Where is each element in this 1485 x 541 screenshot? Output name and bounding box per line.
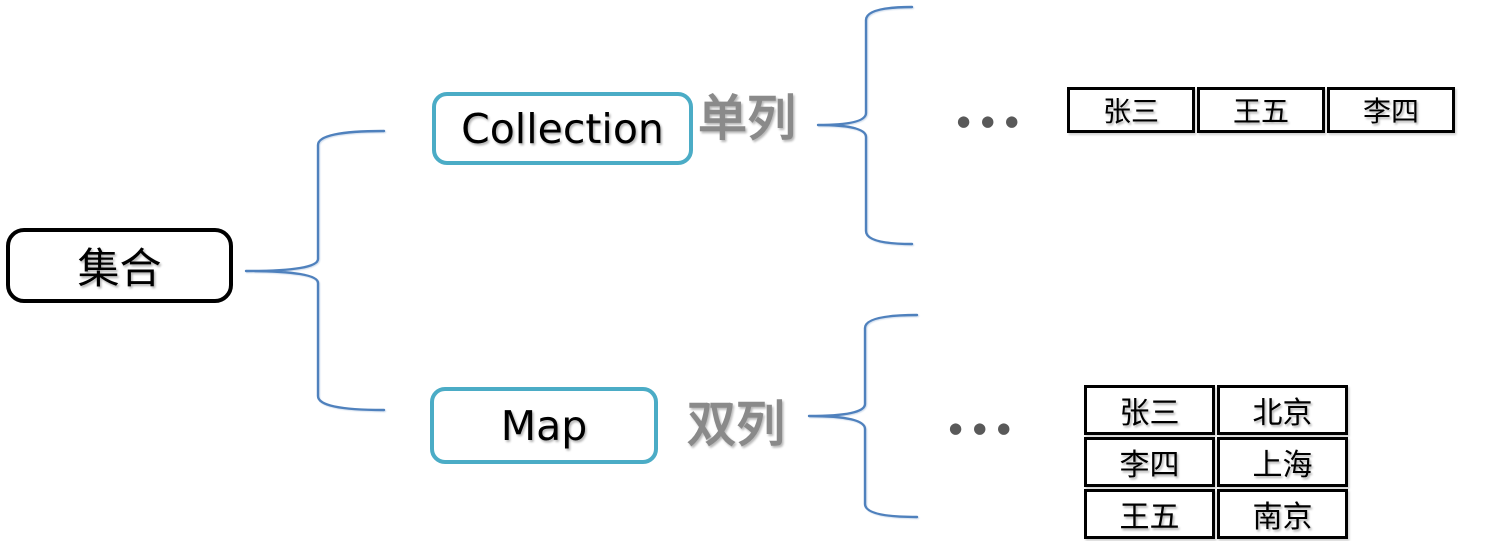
table-row: 张三 王五 李四 xyxy=(1067,87,1455,133)
collection-type-tag: 单列 xyxy=(698,90,797,147)
table-cell: 张三 xyxy=(1084,385,1215,435)
table-cell: 张三 xyxy=(1067,87,1195,133)
map-example-table: 张三 北京 李四 上海 王五 南京 xyxy=(1082,383,1350,541)
table-cell: 李四 xyxy=(1084,437,1215,487)
map-ellipsis-icon: ●●● xyxy=(949,419,1022,437)
collection-brace xyxy=(816,5,914,246)
root-node-label: 集合 xyxy=(77,244,162,293)
root-brace xyxy=(244,129,386,412)
table-cell: 李四 xyxy=(1327,87,1455,133)
table-row: 李四 上海 xyxy=(1084,437,1348,487)
collection-node-box: Collection xyxy=(432,92,693,165)
map-type-tag: 双列 xyxy=(687,396,786,453)
collection-ellipsis-icon: ●●● xyxy=(957,112,1030,130)
table-cell: 王五 xyxy=(1084,489,1215,539)
map-brace xyxy=(807,313,919,519)
collection-node-label: Collection xyxy=(461,104,664,153)
table-cell: 北京 xyxy=(1217,385,1348,435)
table-row: 张三 北京 xyxy=(1084,385,1348,435)
collection-example-table: 张三 王五 李四 xyxy=(1065,85,1457,135)
map-node-label: Map xyxy=(500,401,588,450)
table-cell: 南京 xyxy=(1217,489,1348,539)
map-node-box: Map xyxy=(430,387,658,464)
table-row: 王五 南京 xyxy=(1084,489,1348,539)
table-cell: 上海 xyxy=(1217,437,1348,487)
table-cell: 王五 xyxy=(1197,87,1325,133)
root-node-box: 集合 xyxy=(6,228,233,303)
